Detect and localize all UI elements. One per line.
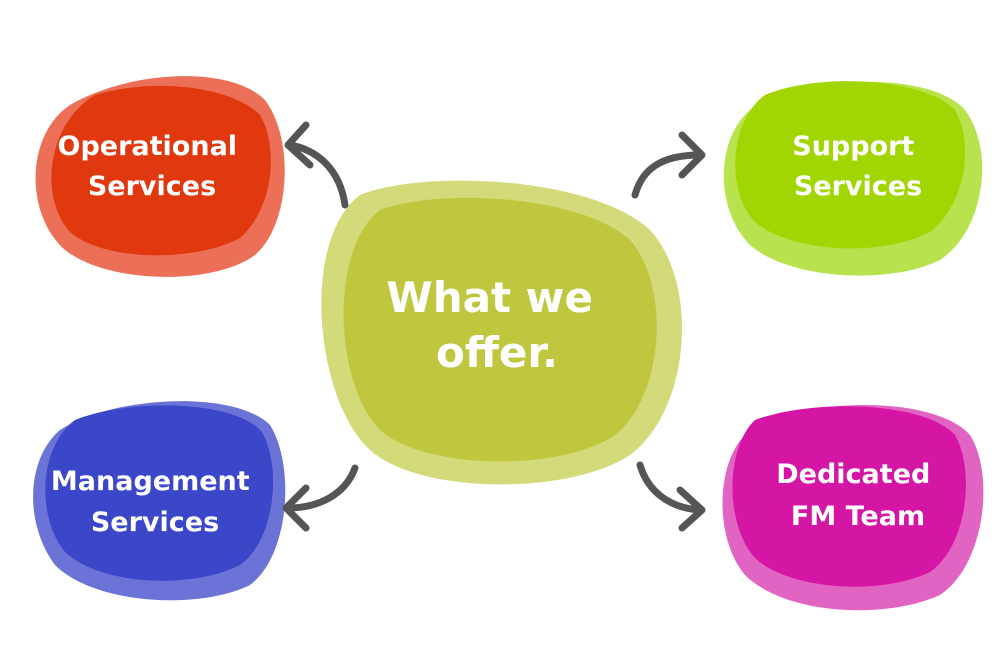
operational-blob-front — [51, 85, 271, 256]
arrow-to-management — [282, 464, 359, 532]
management-label-line-2: Services — [91, 507, 219, 538]
node-center: What we offer. — [321, 180, 683, 485]
support-blob-front — [735, 81, 966, 249]
operational-label-line-2: Services — [88, 171, 216, 202]
dedicated-label-line-1: Dedicated — [776, 459, 930, 490]
operational-label: Operational Services — [58, 131, 247, 202]
management-label: Management Services — [51, 466, 259, 538]
dedicated-label: Dedicated FM Team — [776, 459, 939, 532]
node-support-services: Support Services — [723, 81, 983, 276]
center-label-line-2: offer. — [436, 328, 558, 377]
node-dedicated-fm-team: Dedicated FM Team — [722, 405, 984, 611]
arrow-to-dedicated-head — [676, 486, 706, 532]
arrow-to-support — [631, 131, 706, 199]
operational-label-line-1: Operational — [58, 131, 238, 162]
arrow-to-management-head — [282, 484, 310, 532]
arrow-to-management-shaft — [284, 464, 359, 512]
node-operational-services: Operational Services — [35, 76, 285, 277]
arrow-to-operational-head — [284, 121, 314, 169]
management-label-line-1: Management — [51, 466, 250, 497]
arrow-to-support-shaft — [631, 151, 704, 199]
dedicated-blob-front — [732, 406, 966, 587]
arrow-to-dedicated-shaft — [636, 461, 704, 514]
node-management-services: Management Services — [33, 401, 286, 601]
arrow-to-dedicated-fm — [636, 461, 706, 532]
arrow-to-operational — [284, 121, 349, 209]
dedicated-label-line-2: FM Team — [791, 501, 925, 532]
support-label: Support Services — [792, 131, 924, 202]
support-label-line-2: Services — [794, 171, 922, 202]
arrow-to-support-head — [678, 131, 706, 179]
management-blob-front — [45, 405, 274, 581]
support-label-line-1: Support — [792, 131, 914, 162]
center-blob-front — [343, 197, 657, 462]
center-label-line-1: What we — [386, 273, 593, 322]
arrow-to-operational-shaft — [286, 141, 349, 209]
center-label: What we offer. — [386, 273, 607, 377]
